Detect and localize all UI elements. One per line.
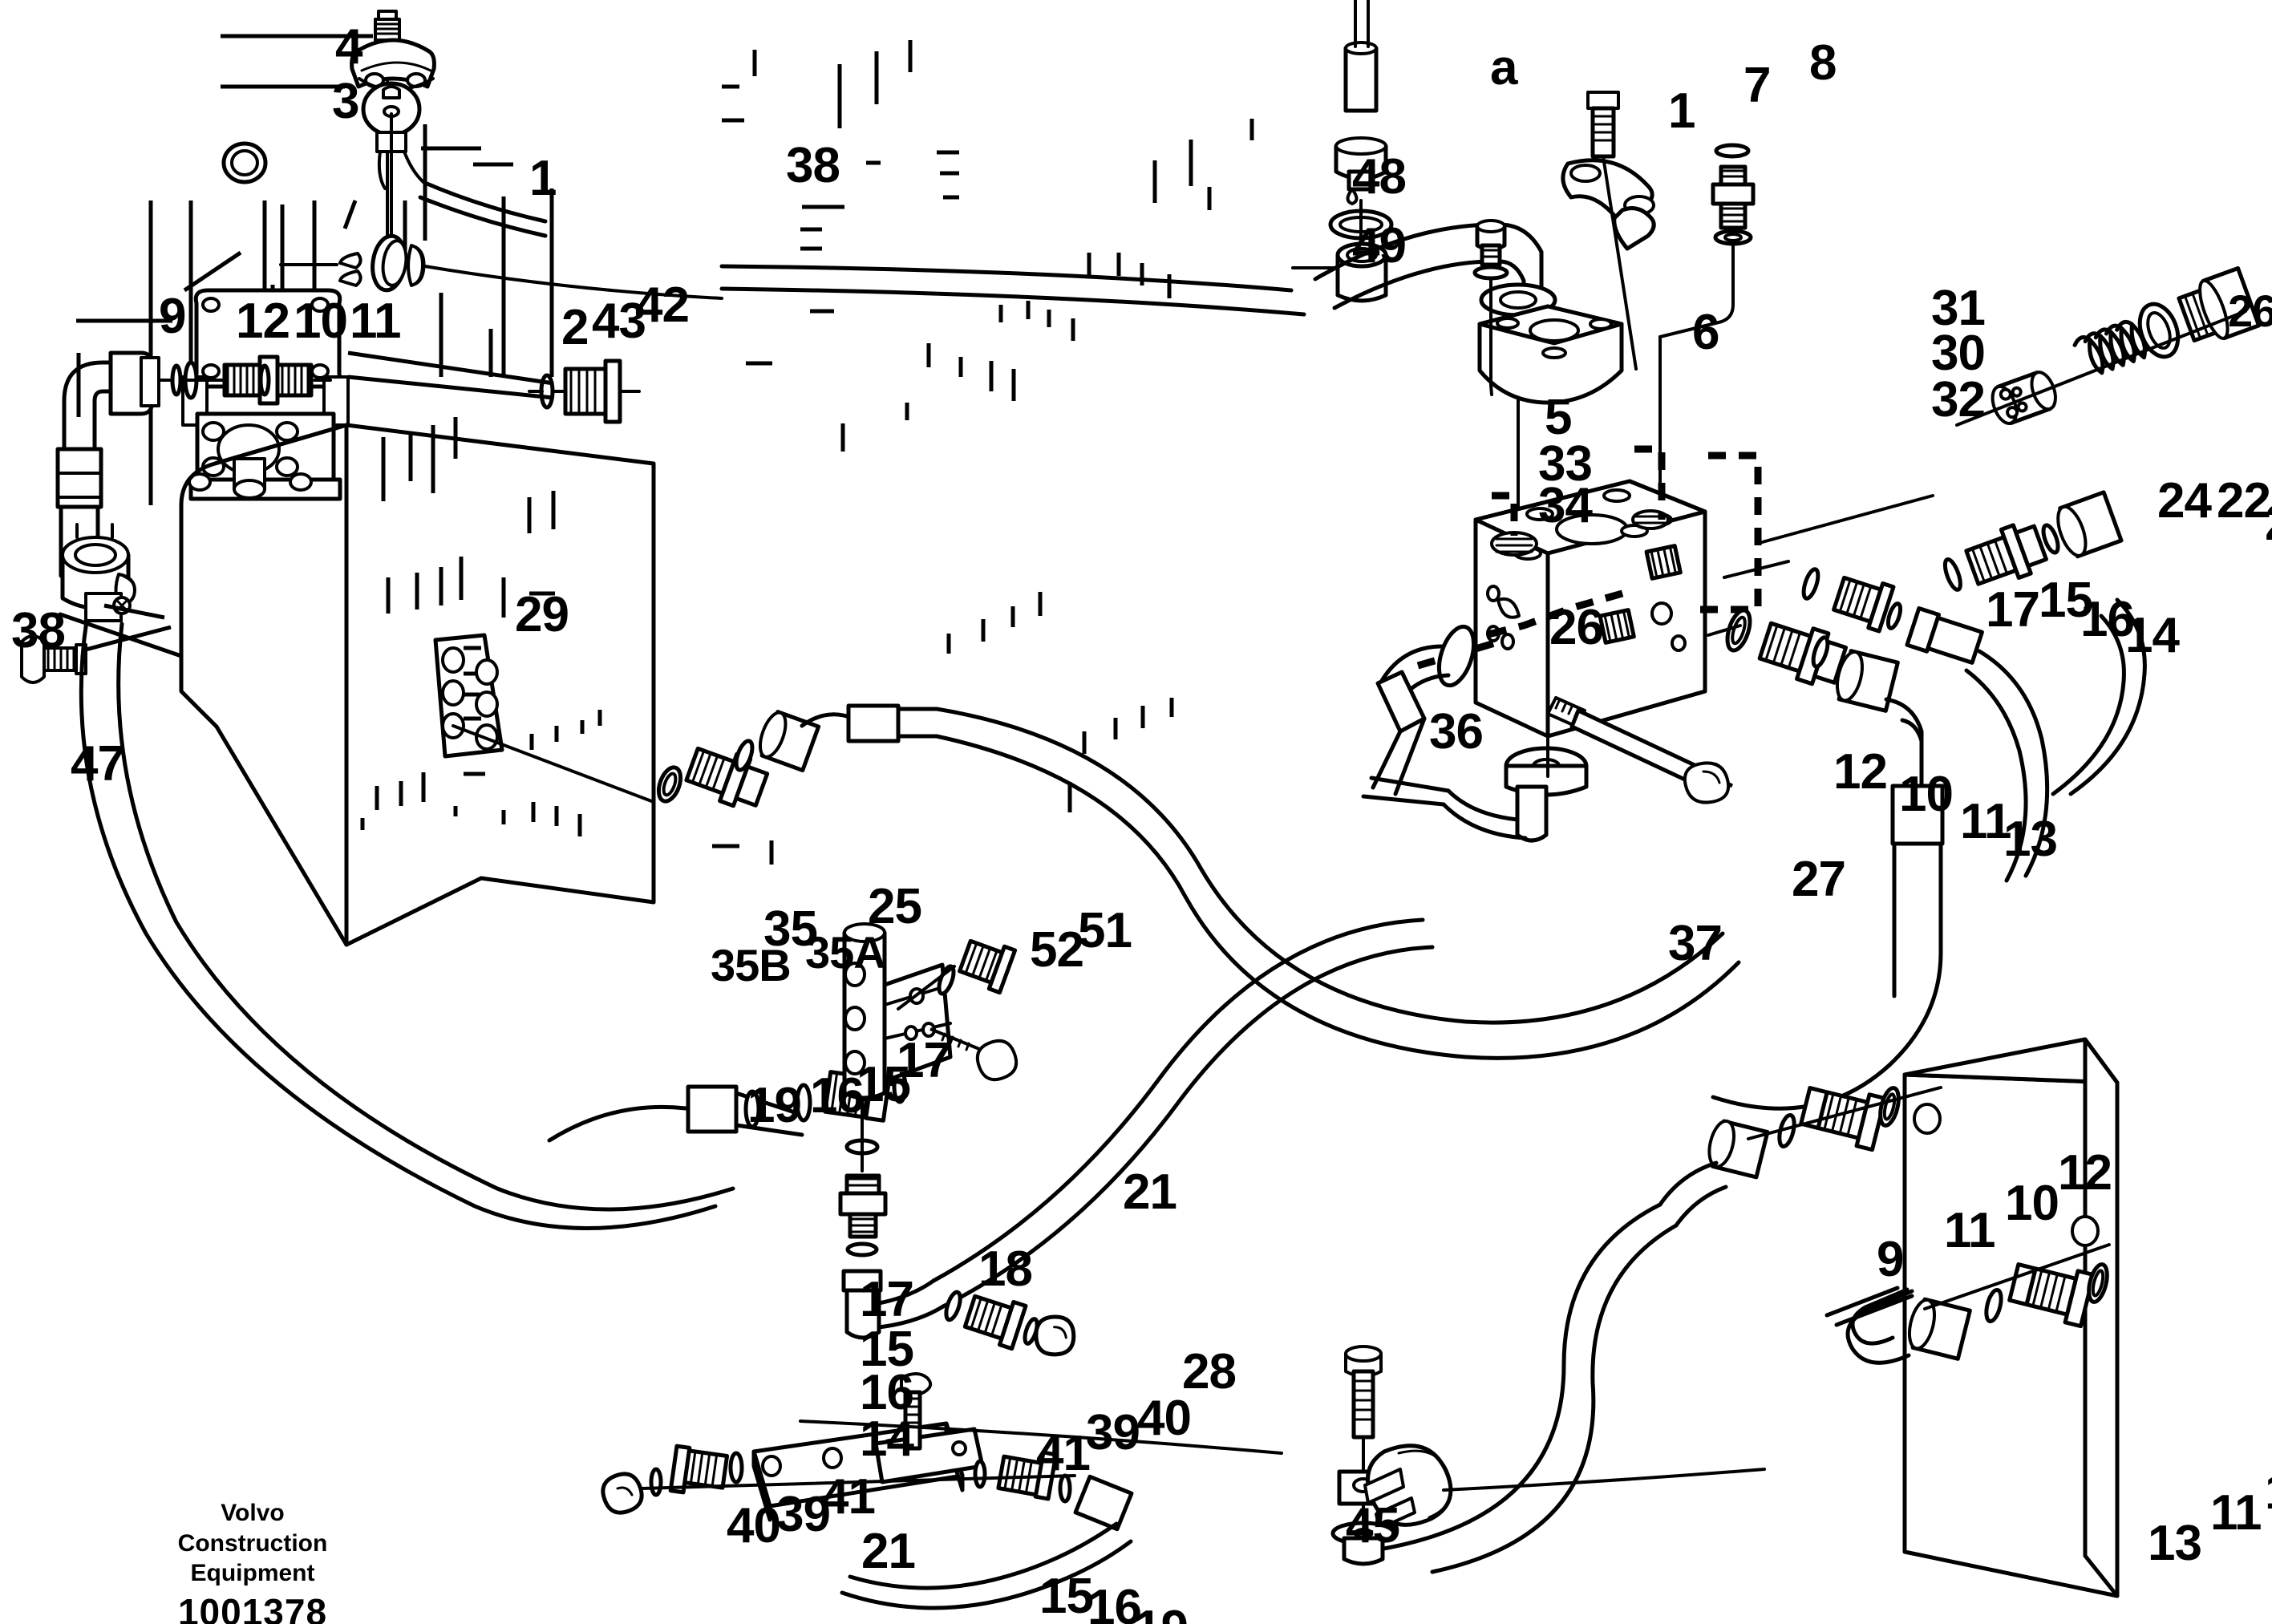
part-callout-31: 31 — [1931, 281, 1986, 336]
company-line-1: Volvo Construction — [177, 1500, 328, 1557]
part-callout-17: 17 — [897, 1033, 951, 1088]
footer-logo: Volvo Construction Equipment 1001378 — [156, 1498, 349, 1624]
part-callout-7: 7 — [1743, 58, 1771, 113]
part-callout-12: 12 — [2058, 1145, 2112, 1201]
part-callout-43: 43 — [592, 294, 646, 349]
part-callout-10: 10 — [2005, 1176, 2059, 1231]
part-callout-a: a — [1490, 40, 1517, 95]
part-callout-47: 47 — [71, 736, 125, 792]
part-callout-11: 11 — [1944, 1203, 1996, 1258]
part-callout-26: 26 — [1549, 600, 1604, 655]
part-callout-15: 15 — [860, 1322, 914, 1377]
drawing-number: 1001378 — [177, 1590, 328, 1624]
part-callout-11: 11 — [2210, 1485, 2262, 1541]
part-callout-25: 25 — [868, 879, 922, 934]
part-callout-2: 2 — [561, 300, 589, 355]
part-callout-16: 16 — [860, 1365, 914, 1420]
part-callout-34: 34 — [1538, 478, 1593, 533]
part-callout-16: 16 — [2080, 592, 2135, 647]
part-callout-8: 8 — [1809, 35, 1837, 91]
part-callout-35: 35 — [763, 901, 818, 957]
part-callout-21: 21 — [1123, 1164, 1177, 1220]
part-callout-40: 40 — [1137, 1391, 1192, 1446]
part-callout-39: 39 — [776, 1487, 831, 1542]
part-callout-28: 28 — [1182, 1344, 1237, 1399]
part-callout-23: 23 — [2265, 499, 2272, 549]
part-callout-12: 12 — [236, 294, 290, 349]
part-callout-15: 15 — [2039, 573, 2093, 628]
part-callout-13: 13 — [2148, 1516, 2202, 1571]
part-callout-13: 13 — [2003, 812, 2058, 867]
part-callout-29: 29 — [515, 587, 569, 642]
part-callout-39: 39 — [1086, 1405, 1140, 1460]
part-callout-15: 15 — [857, 1057, 911, 1112]
part-callout-42: 42 — [635, 277, 690, 333]
part-callout-37: 37 — [1668, 916, 1723, 971]
part-callout-17: 17 — [860, 1272, 914, 1327]
part-callout-15: 15 — [1039, 1569, 1094, 1624]
part-callout-40: 40 — [727, 1498, 781, 1553]
part-callout-41: 41 — [1036, 1426, 1091, 1481]
part-callout-6: 6 — [1692, 305, 1719, 360]
part-callout-1: 1 — [1668, 83, 1695, 139]
part-callout-3: 3 — [332, 74, 359, 129]
part-callout-35a: 35A — [805, 927, 886, 978]
part-callout-52: 52 — [1030, 922, 1084, 978]
part-callout-9: 9 — [1877, 1232, 1904, 1287]
part-callout-32: 32 — [1931, 372, 1986, 427]
part-callout-36: 36 — [1429, 704, 1484, 759]
part-callout-16: 16 — [810, 1068, 865, 1124]
part-callout-27: 27 — [1792, 852, 1846, 907]
part-callout-5: 5 — [1545, 390, 1572, 445]
part-callout-11: 11 — [350, 294, 402, 349]
part-callout-35b: 35B — [711, 940, 792, 990]
part-callout-49: 49 — [1352, 218, 1407, 273]
part-callout-10: 10 — [1899, 767, 1954, 822]
part-callout-33: 33 — [1538, 436, 1593, 492]
part-callout-12: 12 — [1833, 744, 1888, 800]
part-callout-41: 41 — [821, 1469, 876, 1525]
part-callout-9: 9 — [159, 289, 186, 344]
part-callout-11: 11 — [1960, 794, 2012, 849]
company-line-2: Equipment — [190, 1560, 315, 1586]
part-callout-48: 48 — [1352, 149, 1407, 205]
part-callout-18: 18 — [978, 1241, 1033, 1297]
part-callout-17: 17 — [1986, 582, 2040, 638]
part-callout-14: 14 — [860, 1411, 914, 1467]
part-callout-38: 38 — [786, 138, 840, 193]
part-callout-51: 51 — [1078, 903, 1132, 958]
part-callout-16: 16 — [1087, 1580, 1142, 1624]
part-callout-21: 21 — [861, 1524, 916, 1579]
part-callout-1: 1 — [529, 151, 557, 206]
part-callout-26a: 26A — [2228, 286, 2272, 336]
part-callout-22: 22 — [2217, 473, 2271, 529]
part-callout-19: 19 — [747, 1078, 802, 1133]
part-callout-4: 4 — [335, 19, 362, 75]
part-callout-38: 38 — [11, 603, 66, 658]
part-callout-14: 14 — [2125, 608, 2180, 663]
part-callout-45: 45 — [1346, 1498, 1400, 1553]
part-callout-10: 10 — [2265, 1468, 2272, 1517]
part-callout-10: 10 — [294, 294, 348, 349]
part-callout-24: 24 — [2157, 473, 2212, 529]
part-callout-30: 30 — [1931, 326, 1986, 381]
part-callout-19: 19 — [1134, 1604, 1189, 1624]
